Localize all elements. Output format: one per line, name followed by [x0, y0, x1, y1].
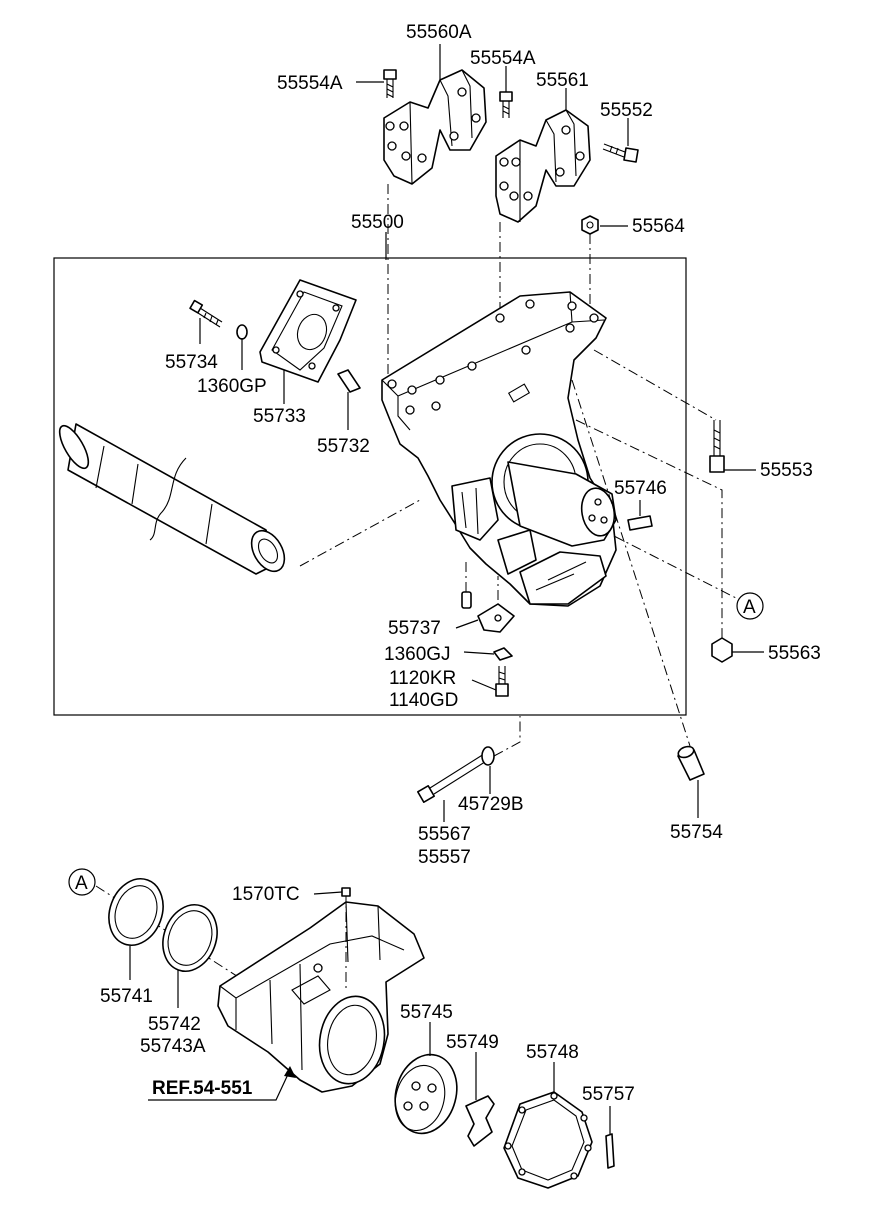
assembly-box	[53, 257, 687, 716]
pin-55732	[337, 369, 361, 393]
label-55749: 55749	[446, 1032, 499, 1053]
label-55500: 55500	[351, 212, 404, 233]
label-55553: 55553	[760, 460, 813, 481]
label-55742: 55742	[148, 1014, 201, 1035]
label-55557: 55557	[418, 847, 471, 868]
cover-55748	[503, 1091, 593, 1189]
bolt-55552	[602, 143, 639, 163]
label-55754: 55754	[670, 822, 723, 843]
label-ref: REF.54-551	[152, 1078, 253, 1099]
bracket-55560A	[383, 69, 487, 185]
label-55737: 55737	[388, 618, 441, 639]
housing-55500	[381, 291, 617, 607]
label-55564: 55564	[632, 216, 685, 237]
label-55552: 55552	[600, 100, 653, 121]
label-1120KR: 1120KR	[389, 668, 456, 689]
label-55748: 55748	[526, 1042, 579, 1063]
pin-55746	[627, 515, 653, 531]
bolt-55554A-right	[499, 91, 513, 118]
ring-55742	[162, 904, 218, 972]
label-55733: 55733	[253, 406, 306, 427]
fitting-55754	[677, 745, 705, 781]
label-1360GJ: 1360GJ	[384, 644, 451, 665]
carrier-housing	[217, 901, 425, 1093]
washer-1360GJ	[493, 647, 513, 661]
label-55746: 55746	[614, 478, 667, 499]
label-55561: 55561	[536, 70, 589, 91]
label-55745: 55745	[400, 1002, 453, 1023]
bolt-1120KR	[495, 666, 509, 697]
nut-55564	[581, 215, 599, 235]
label-55554A-right: 55554A	[470, 48, 536, 69]
plate-55733	[259, 279, 357, 383]
shaft	[58, 423, 286, 575]
label-55732: 55732	[317, 436, 370, 457]
nut-55563	[711, 637, 733, 663]
washer-45729B	[481, 746, 495, 766]
bolt-55553	[709, 420, 725, 473]
label-55734: 55734	[165, 352, 218, 373]
ring-55741	[108, 878, 164, 946]
label-55560A: 55560A	[406, 22, 472, 43]
label-1360GP: 1360GP	[197, 376, 267, 397]
label-marker-a-2: A	[75, 873, 88, 894]
bolt-55734	[189, 299, 223, 328]
label-55563: 55563	[768, 643, 821, 664]
label-55743A: 55743A	[140, 1036, 206, 1057]
label-55741: 55741	[100, 986, 153, 1007]
label-55554A-left: 55554A	[277, 73, 343, 94]
dowel	[461, 591, 472, 609]
bracket-55737	[477, 603, 515, 633]
clip-55757	[605, 1133, 615, 1169]
label-1570TC: 1570TC	[232, 884, 300, 905]
bolt-55554A-left	[383, 69, 397, 98]
label-55757: 55757	[582, 1084, 635, 1105]
ref-arrow	[148, 1066, 296, 1101]
label-45729B: 45729B	[458, 794, 524, 815]
plug-1570TC	[341, 887, 351, 897]
bracket-55561	[495, 109, 591, 223]
marker-a-circle-2	[68, 868, 96, 896]
bolt-55567	[417, 753, 489, 803]
leader-lines	[129, 44, 764, 1134]
marker-a-circle-1	[736, 592, 764, 620]
gasket-55749	[465, 1095, 495, 1147]
label-1140GD: 1140GD	[389, 690, 458, 711]
label-55567: 55567	[418, 824, 471, 845]
label-marker-a-1: A	[743, 597, 756, 618]
plate-55745	[394, 1053, 458, 1135]
washer-1360GP	[236, 324, 248, 340]
